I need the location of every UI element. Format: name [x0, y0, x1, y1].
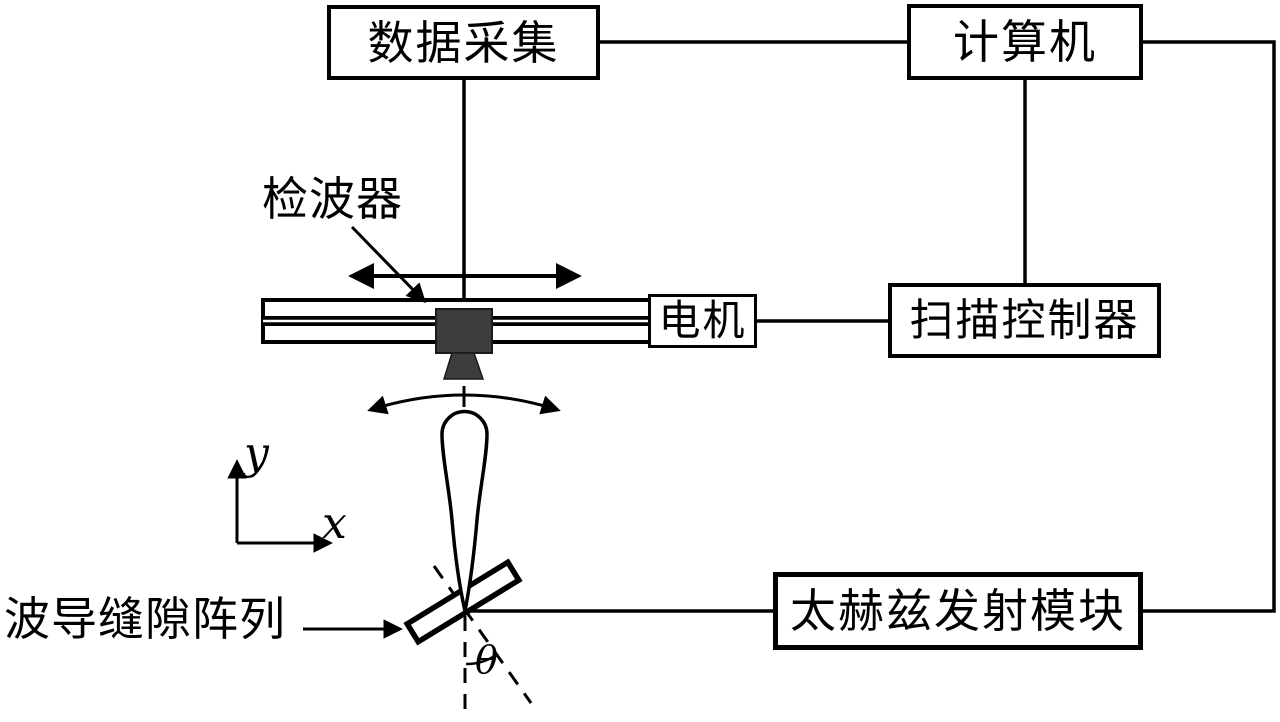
- box-computer: 计算机: [907, 4, 1143, 80]
- detector-block: [435, 308, 493, 354]
- box-data-acquisition: 数据采集: [327, 5, 600, 80]
- box-terahertz-tx-module: 太赫兹发射模块: [773, 572, 1143, 650]
- horn-antenna-icon: [442, 352, 485, 380]
- label-axis-y: y: [244, 428, 269, 479]
- box-motor: 电机: [648, 294, 757, 348]
- array-normal-dashed: [432, 565, 533, 704]
- beam-lobe: [440, 409, 489, 612]
- detector-pointer-arrow: [350, 225, 427, 304]
- label-axis-x: x: [322, 498, 347, 549]
- box-scan-controller: 扫描控制器: [888, 283, 1161, 358]
- label-angle-theta: θ: [475, 638, 498, 682]
- label-waveguide-slot-array: 波导缝隙阵列: [4, 592, 286, 646]
- label-detector: 检波器: [262, 172, 403, 226]
- wire-computer-terahertz: [1143, 40, 1276, 613]
- theta-arc: [465, 653, 497, 666]
